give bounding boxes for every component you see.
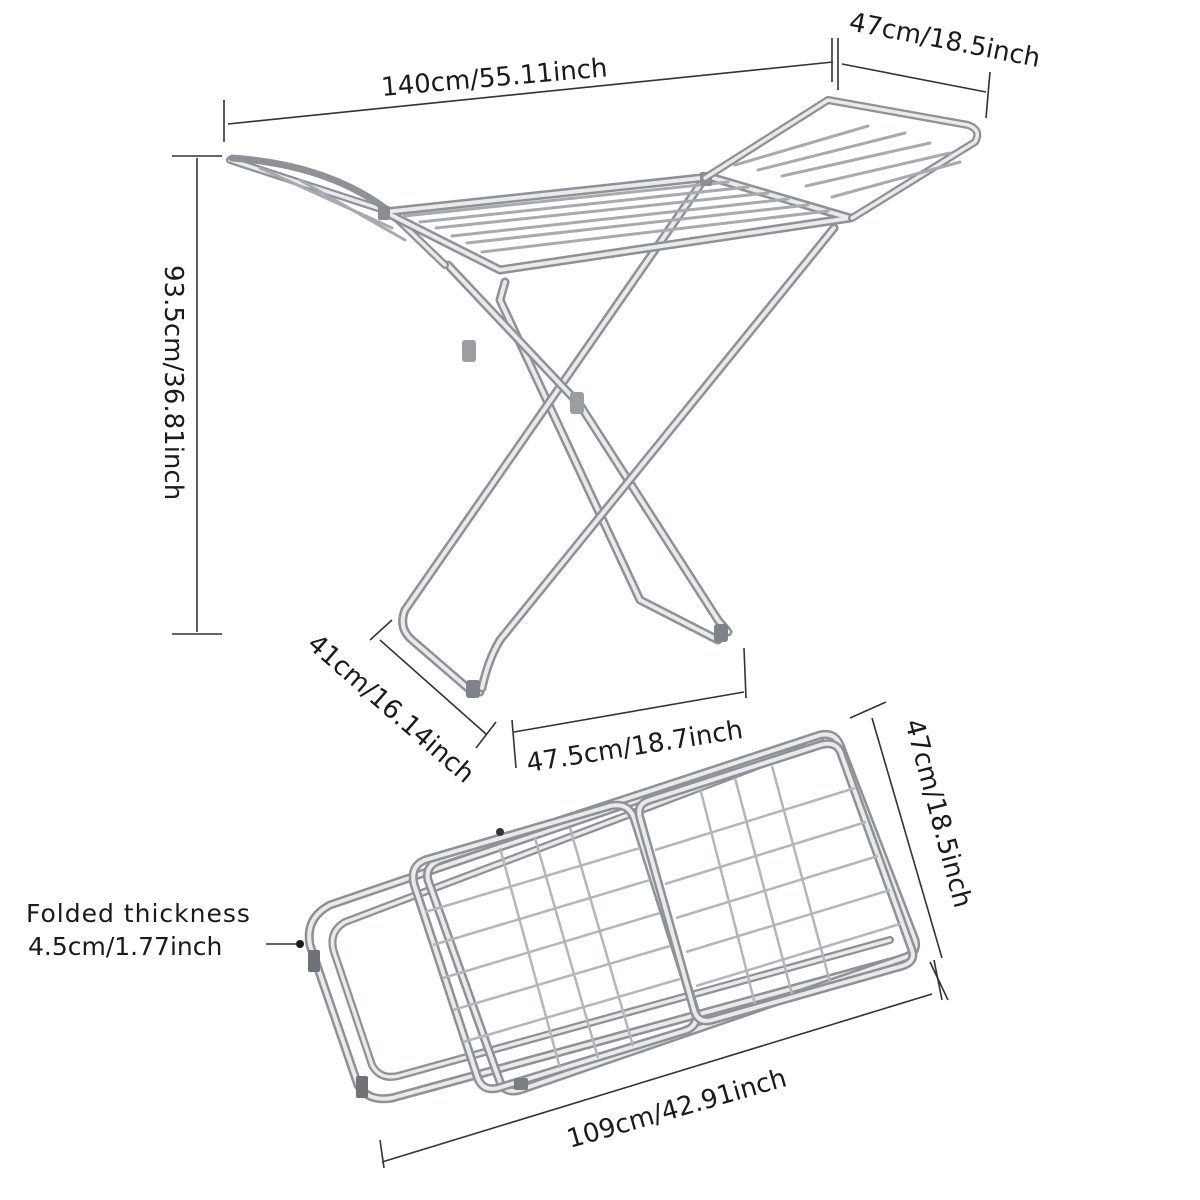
rack-center-shelf (378, 172, 855, 275)
hinge-left (462, 340, 476, 362)
folded-end-cap-top (308, 950, 320, 972)
foot-cap-left (466, 680, 480, 698)
label-folded-length: 109cm/42.91inch (564, 1063, 790, 1154)
folded-hinge-dot (496, 828, 504, 836)
folded-left-panel (408, 800, 701, 1094)
label-folded-width: 47cm/18.5inch (898, 716, 977, 911)
label-base-depth: 41cm/16.14inch (301, 629, 479, 790)
label-wing-width: 47cm/18.5inch (847, 7, 1043, 73)
folded-hinge-bottom (514, 1078, 528, 1090)
hinge-center (570, 392, 584, 414)
rack-legs (398, 180, 839, 698)
shelf-joint-left (378, 206, 390, 220)
thickness-pointer-dot (296, 940, 304, 948)
dimension-lines-folded (266, 701, 949, 1169)
label-open-height: 93.5cm/36.81inch (158, 265, 188, 500)
dimension-lines-open (172, 38, 991, 769)
folded-end-cap-bottom (356, 1076, 368, 1098)
dimension-labels: 140cm/55.11inch 47cm/18.5inch 93.5cm/36.… (26, 7, 1043, 1154)
rack-right-wing (701, 96, 982, 222)
folded-thickness-value: 4.5cm/1.77inch (28, 932, 222, 961)
folded-right-panel (634, 739, 918, 1026)
folded-drying-rack (304, 730, 921, 1104)
open-drying-rack (226, 96, 982, 698)
folded-thickness-caption: Folded thickness (26, 899, 251, 928)
foot-cap-right (714, 624, 728, 642)
label-open-total-width: 140cm/55.11inch (380, 53, 609, 103)
